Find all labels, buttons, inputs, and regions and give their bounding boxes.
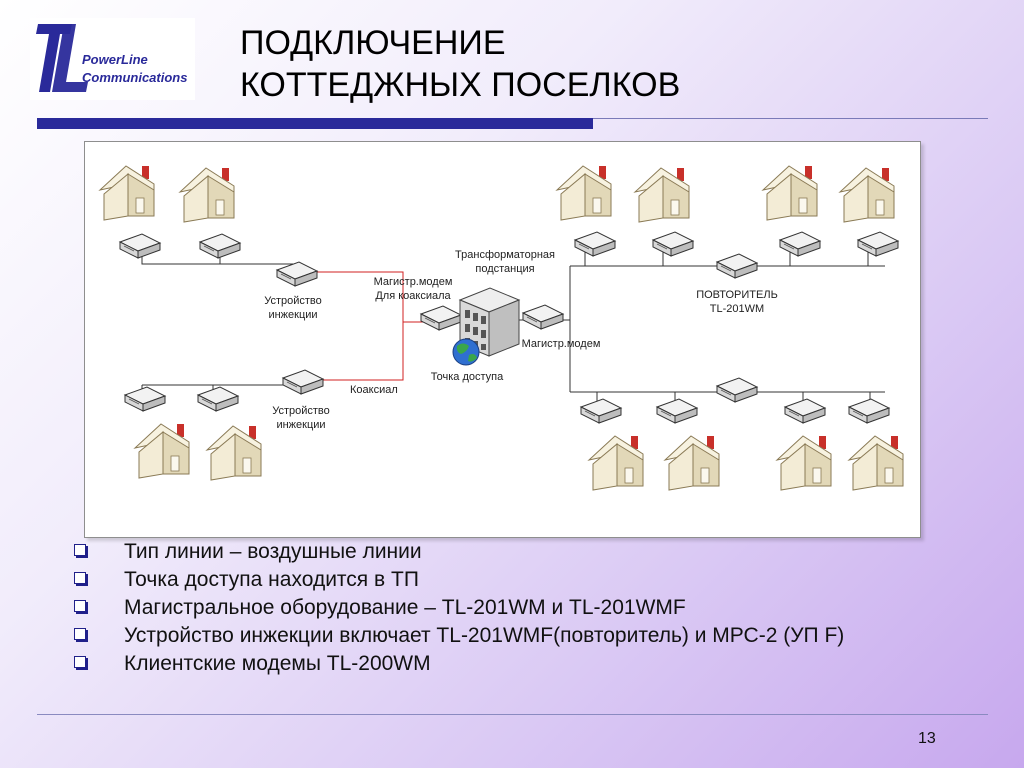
coax-label: Коаксиал (350, 384, 398, 396)
list-item: Точка доступа находится в ТП (72, 569, 972, 591)
title-rule (37, 118, 593, 129)
checkbox-bullet-icon (74, 572, 86, 584)
left-power-lines (141, 252, 293, 397)
house-icon (134, 423, 190, 479)
access-point-label: Точка доступа (431, 371, 504, 383)
injector-bottom-label-2: инжекции (276, 419, 325, 431)
house-icon (634, 167, 690, 223)
client-modem-icon (784, 398, 826, 424)
list-item: Устройство инжекции включает TL-201WMF(п… (72, 625, 972, 647)
checkbox-bullet-icon (74, 544, 86, 556)
client-modem-icon (857, 231, 899, 257)
injector-top-label-2: инжекции (268, 309, 317, 321)
list-item: Магистральное оборудование – TL-201WM и … (72, 597, 972, 619)
coax-modem-label-2: Для коаксиала (375, 290, 451, 302)
repeater-label-1: ПОВТОРИТЕЛЬ (696, 289, 778, 301)
house-icon (664, 435, 720, 491)
house-icon (179, 167, 235, 223)
house-icon (556, 165, 612, 221)
client-modem-icon (779, 231, 821, 257)
substation-label-1: Трансформаторная (455, 249, 555, 261)
footer-rule (37, 714, 988, 715)
main-modem-icon (522, 304, 564, 330)
checkbox-bullet-icon (74, 600, 86, 612)
svg-text:Communications: Communications (82, 70, 187, 85)
injector-top-label-1: Устройство (264, 295, 322, 307)
svg-text:PowerLine: PowerLine (82, 52, 148, 67)
tl-logo-icon: PowerLine Communications (30, 18, 195, 100)
title-line-2: КОТТЕДЖНЫХ ПОСЕЛКОВ (240, 66, 681, 104)
list-item: Клиентские модемы TL-200WM (72, 653, 972, 675)
checkbox-bullet-icon (74, 656, 86, 668)
house-icon (848, 435, 904, 491)
client-modem-icon (199, 233, 241, 259)
coax-modem-icon (420, 305, 462, 331)
house-icon (839, 167, 895, 223)
coax-modem-label-1: Магистр.модем (374, 276, 453, 288)
house-icon (776, 435, 832, 491)
company-logo: PowerLine Communications (30, 18, 195, 100)
diagram-canvas: Устройство инжекции Устройство инжекции … (99, 165, 904, 491)
list-item: Тип линии – воздушные линии (72, 541, 972, 563)
globe-icon (452, 338, 480, 366)
repeater-label-2: TL-201WM (710, 303, 764, 315)
client-modem-icon (197, 386, 239, 412)
checkbox-bullet-icon (74, 628, 86, 640)
right-power-lines (495, 250, 885, 407)
client-modem-icon (848, 398, 890, 424)
repeater-icon (716, 253, 758, 279)
substation-label-2: подстанция (475, 263, 534, 275)
bullet-list: Тип линии – воздушные линии Точка доступ… (72, 541, 972, 681)
house-icon (206, 425, 262, 481)
injector-device-icon (276, 261, 318, 287)
client-modem-icon (124, 386, 166, 412)
injector-bottom-label-1: Устройство (272, 405, 330, 417)
house-icon (588, 435, 644, 491)
injector-device-icon (282, 369, 324, 395)
client-modem-icon (580, 398, 622, 424)
client-modem-icon (656, 398, 698, 424)
title-rule-thin (593, 118, 988, 119)
slide-title: ПОДКЛЮЧЕНИЕ КОТТЕДЖНЫХ ПОСЕЛКОВ (240, 22, 680, 106)
house-icon (99, 165, 155, 221)
house-icon (762, 165, 818, 221)
client-modem-icon (574, 231, 616, 257)
page-number: 13 (918, 730, 936, 747)
client-modem-icon (119, 233, 161, 259)
client-modem-icon (652, 231, 694, 257)
title-line-1: ПОДКЛЮЧЕНИЕ (240, 24, 506, 62)
main-modem-label: Магистр.модем (522, 338, 601, 350)
repeater-icon (716, 377, 758, 403)
network-diagram: Устройство инжекции Устройство инжекции … (84, 141, 921, 538)
